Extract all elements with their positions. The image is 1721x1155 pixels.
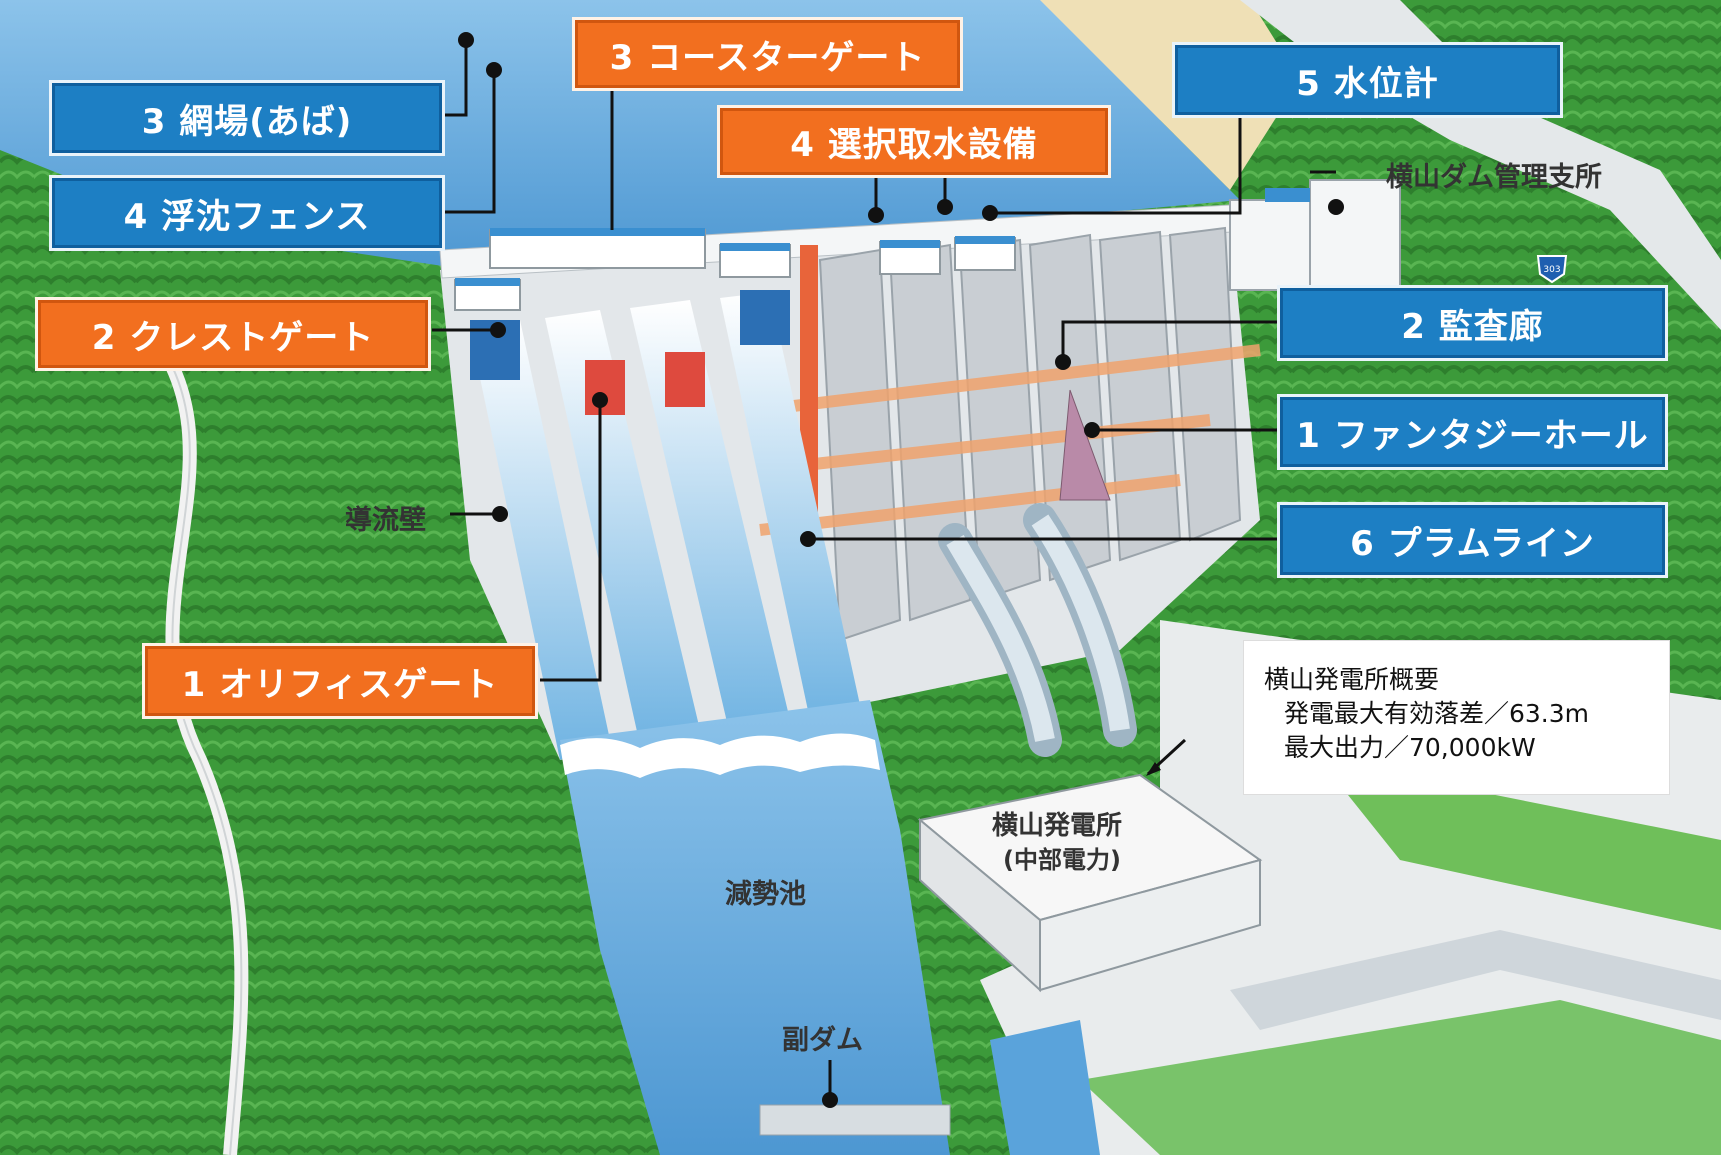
info-line-output: 最大出力／70,000kW: [1284, 733, 1536, 762]
label-crest-gate: 2 クレストゲート: [38, 300, 428, 368]
spray: [560, 733, 880, 778]
leader-lines: [432, 40, 1336, 1100]
power-channel: [1230, 930, 1721, 1030]
info-title: 横山発電所概要: [1264, 665, 1440, 694]
label-net-area: 3 網場(あば): [52, 83, 442, 153]
power-station-building: [917, 773, 1263, 993]
label-coaster-gate: 3 コースターゲート: [575, 20, 960, 88]
info-arrow-head: [1146, 762, 1161, 776]
label-power-company: (中部電力): [1003, 846, 1121, 874]
label-selective-intake: 4 選択取水設備: [720, 108, 1108, 175]
label-guide-wall: 導流壁: [345, 505, 426, 536]
right-green-slope: [1320, 760, 1721, 930]
label-sub-dam: 副ダム: [782, 1025, 863, 1056]
management-office-buildings: [1229, 179, 1401, 291]
route-sign: 303: [1536, 255, 1568, 284]
spillway-chutes: [470, 292, 860, 760]
right-lower-slope: [1080, 1000, 1721, 1155]
label-plumb-line: 6 プラムライン: [1280, 505, 1665, 575]
gallery-lines: [759, 344, 1261, 536]
sub-dam-structure: [759, 1104, 951, 1136]
label-stilling-basin: 減勢池: [725, 879, 806, 910]
label-inspection-gallery: 2 監査廊: [1280, 288, 1665, 358]
lower-river: [990, 1020, 1100, 1155]
route-sign-number: 303: [1543, 265, 1560, 275]
crest-gatehouses: [454, 229, 1016, 311]
info-line-head: 発電最大有効落差／63.3m: [1284, 699, 1590, 728]
stilling-basin-water: [560, 700, 950, 1155]
label-fantasy-hall: 1 ファンタジーホール: [1280, 397, 1665, 467]
label-orifice-gate: 1 オリフィスゲート: [145, 646, 535, 716]
power-station-info-box: 横山発電所概要 発電最大有効落差／63.3m 最大出力／70,000kW: [1243, 640, 1670, 795]
label-power-station: 横山発電所: [992, 811, 1123, 841]
leader-dots: [458, 32, 1344, 1108]
fantasy-hall-shape: [1059, 389, 1111, 501]
label-management-office: 横山ダム管理支所: [1386, 162, 1602, 193]
label-floating-fence: 4 浮沈フェンス: [52, 178, 442, 248]
label-water-gauge: 5 水位計: [1175, 45, 1560, 115]
